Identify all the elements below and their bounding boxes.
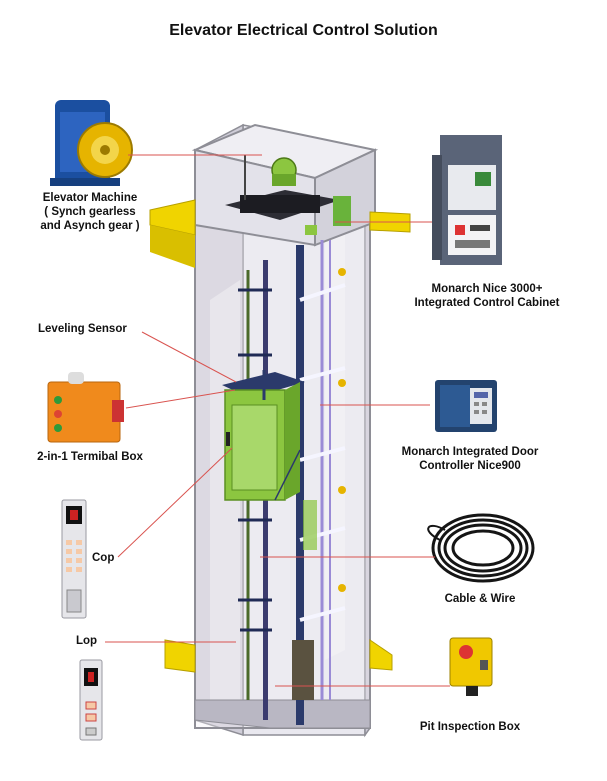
terminal-box-label: 2-in-1 Termibal Box	[37, 451, 143, 463]
top-slab	[149, 199, 411, 268]
door-controller-line-2: Controller Nice900	[419, 460, 521, 472]
door-controller-label: Monarch Integrated Door Controller Nice9…	[390, 445, 550, 473]
cop-panel-image	[61, 499, 87, 619]
lop-label: Lop	[76, 635, 98, 647]
control-cabinet-label: Monarch Nice 3000+ Integrated Control Ca…	[392, 282, 582, 310]
pit-inspection-box-label: Pit Inspection Box	[419, 721, 521, 733]
elevator-machine-image	[50, 100, 133, 186]
machine-room	[191, 123, 379, 247]
terminal-box-image	[47, 372, 124, 443]
elevator-machine-label: Elevator Machine ( Synch gearless and As…	[25, 191, 155, 233]
door-controller-line-1: Monarch Integrated Door	[401, 446, 539, 458]
cable-image	[427, 513, 535, 583]
cabinet-line-2: Integrated Control Cabinet	[414, 297, 560, 309]
bottom-slab	[164, 639, 393, 673]
cop-label: Cop	[92, 552, 115, 564]
pit-box-image	[449, 637, 493, 696]
control-cabinet-image	[432, 135, 502, 265]
cabinet-line-1: Monarch Nice 3000+	[431, 283, 543, 295]
leveling-sensor-label: Leveling Sensor	[38, 323, 127, 335]
door-controller-image	[435, 380, 497, 432]
lop-panel-image	[79, 659, 103, 741]
page-title: Elevator Electrical Control Solution	[169, 22, 438, 39]
elevator-car	[222, 370, 317, 550]
leader-lines	[105, 154, 450, 687]
machine-line-1: Elevator Machine	[42, 192, 138, 204]
machine-line-3: and Asynch gear )	[40, 220, 140, 232]
machine-line-2: ( Synch gearless	[44, 206, 136, 218]
counterweight	[292, 640, 314, 700]
cable-wire-label: Cable & Wire	[444, 593, 516, 605]
